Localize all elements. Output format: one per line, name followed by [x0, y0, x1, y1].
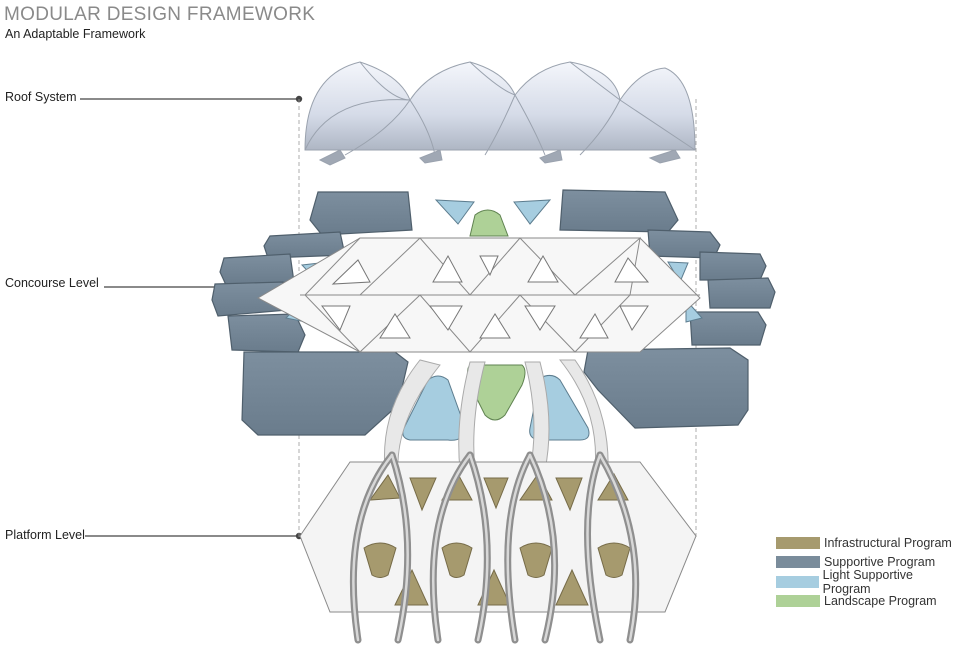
legend-item-light-supportive: Light Supportive Program [776, 568, 960, 596]
roof-system [304, 61, 696, 166]
platform-level [299, 451, 697, 644]
label-roof-system: Roof System [5, 90, 77, 104]
diagram-subtitle: An Adaptable Framework [5, 27, 146, 41]
legend-swatch [776, 595, 820, 608]
legend-item-supportive: Supportive Program [776, 553, 960, 573]
connecting-ramps [383, 359, 609, 471]
label-concourse-level: Concourse Level [5, 276, 99, 290]
diagram-title: MODULAR DESIGN FRAMEWORK [4, 4, 316, 25]
legend-label: Light Supportive Program [822, 567, 913, 596]
label-platform-level: Platform Level [5, 528, 85, 542]
legend-swatch [776, 536, 820, 549]
legend: Infrastructural Program Supportive Progr… [776, 533, 960, 611]
legend-swatch [776, 556, 820, 569]
legend-label: Supportive Program [824, 555, 936, 570]
legend-swatch [776, 575, 819, 588]
legend-label: Infrastructural Program [824, 535, 952, 550]
legend-label: Landscape Program [824, 594, 937, 609]
legend-item-landscape: Landscape Program [776, 592, 960, 612]
concourse-level [211, 189, 776, 441]
legend-item-infrastructural: Infrastructural Program [776, 533, 960, 553]
